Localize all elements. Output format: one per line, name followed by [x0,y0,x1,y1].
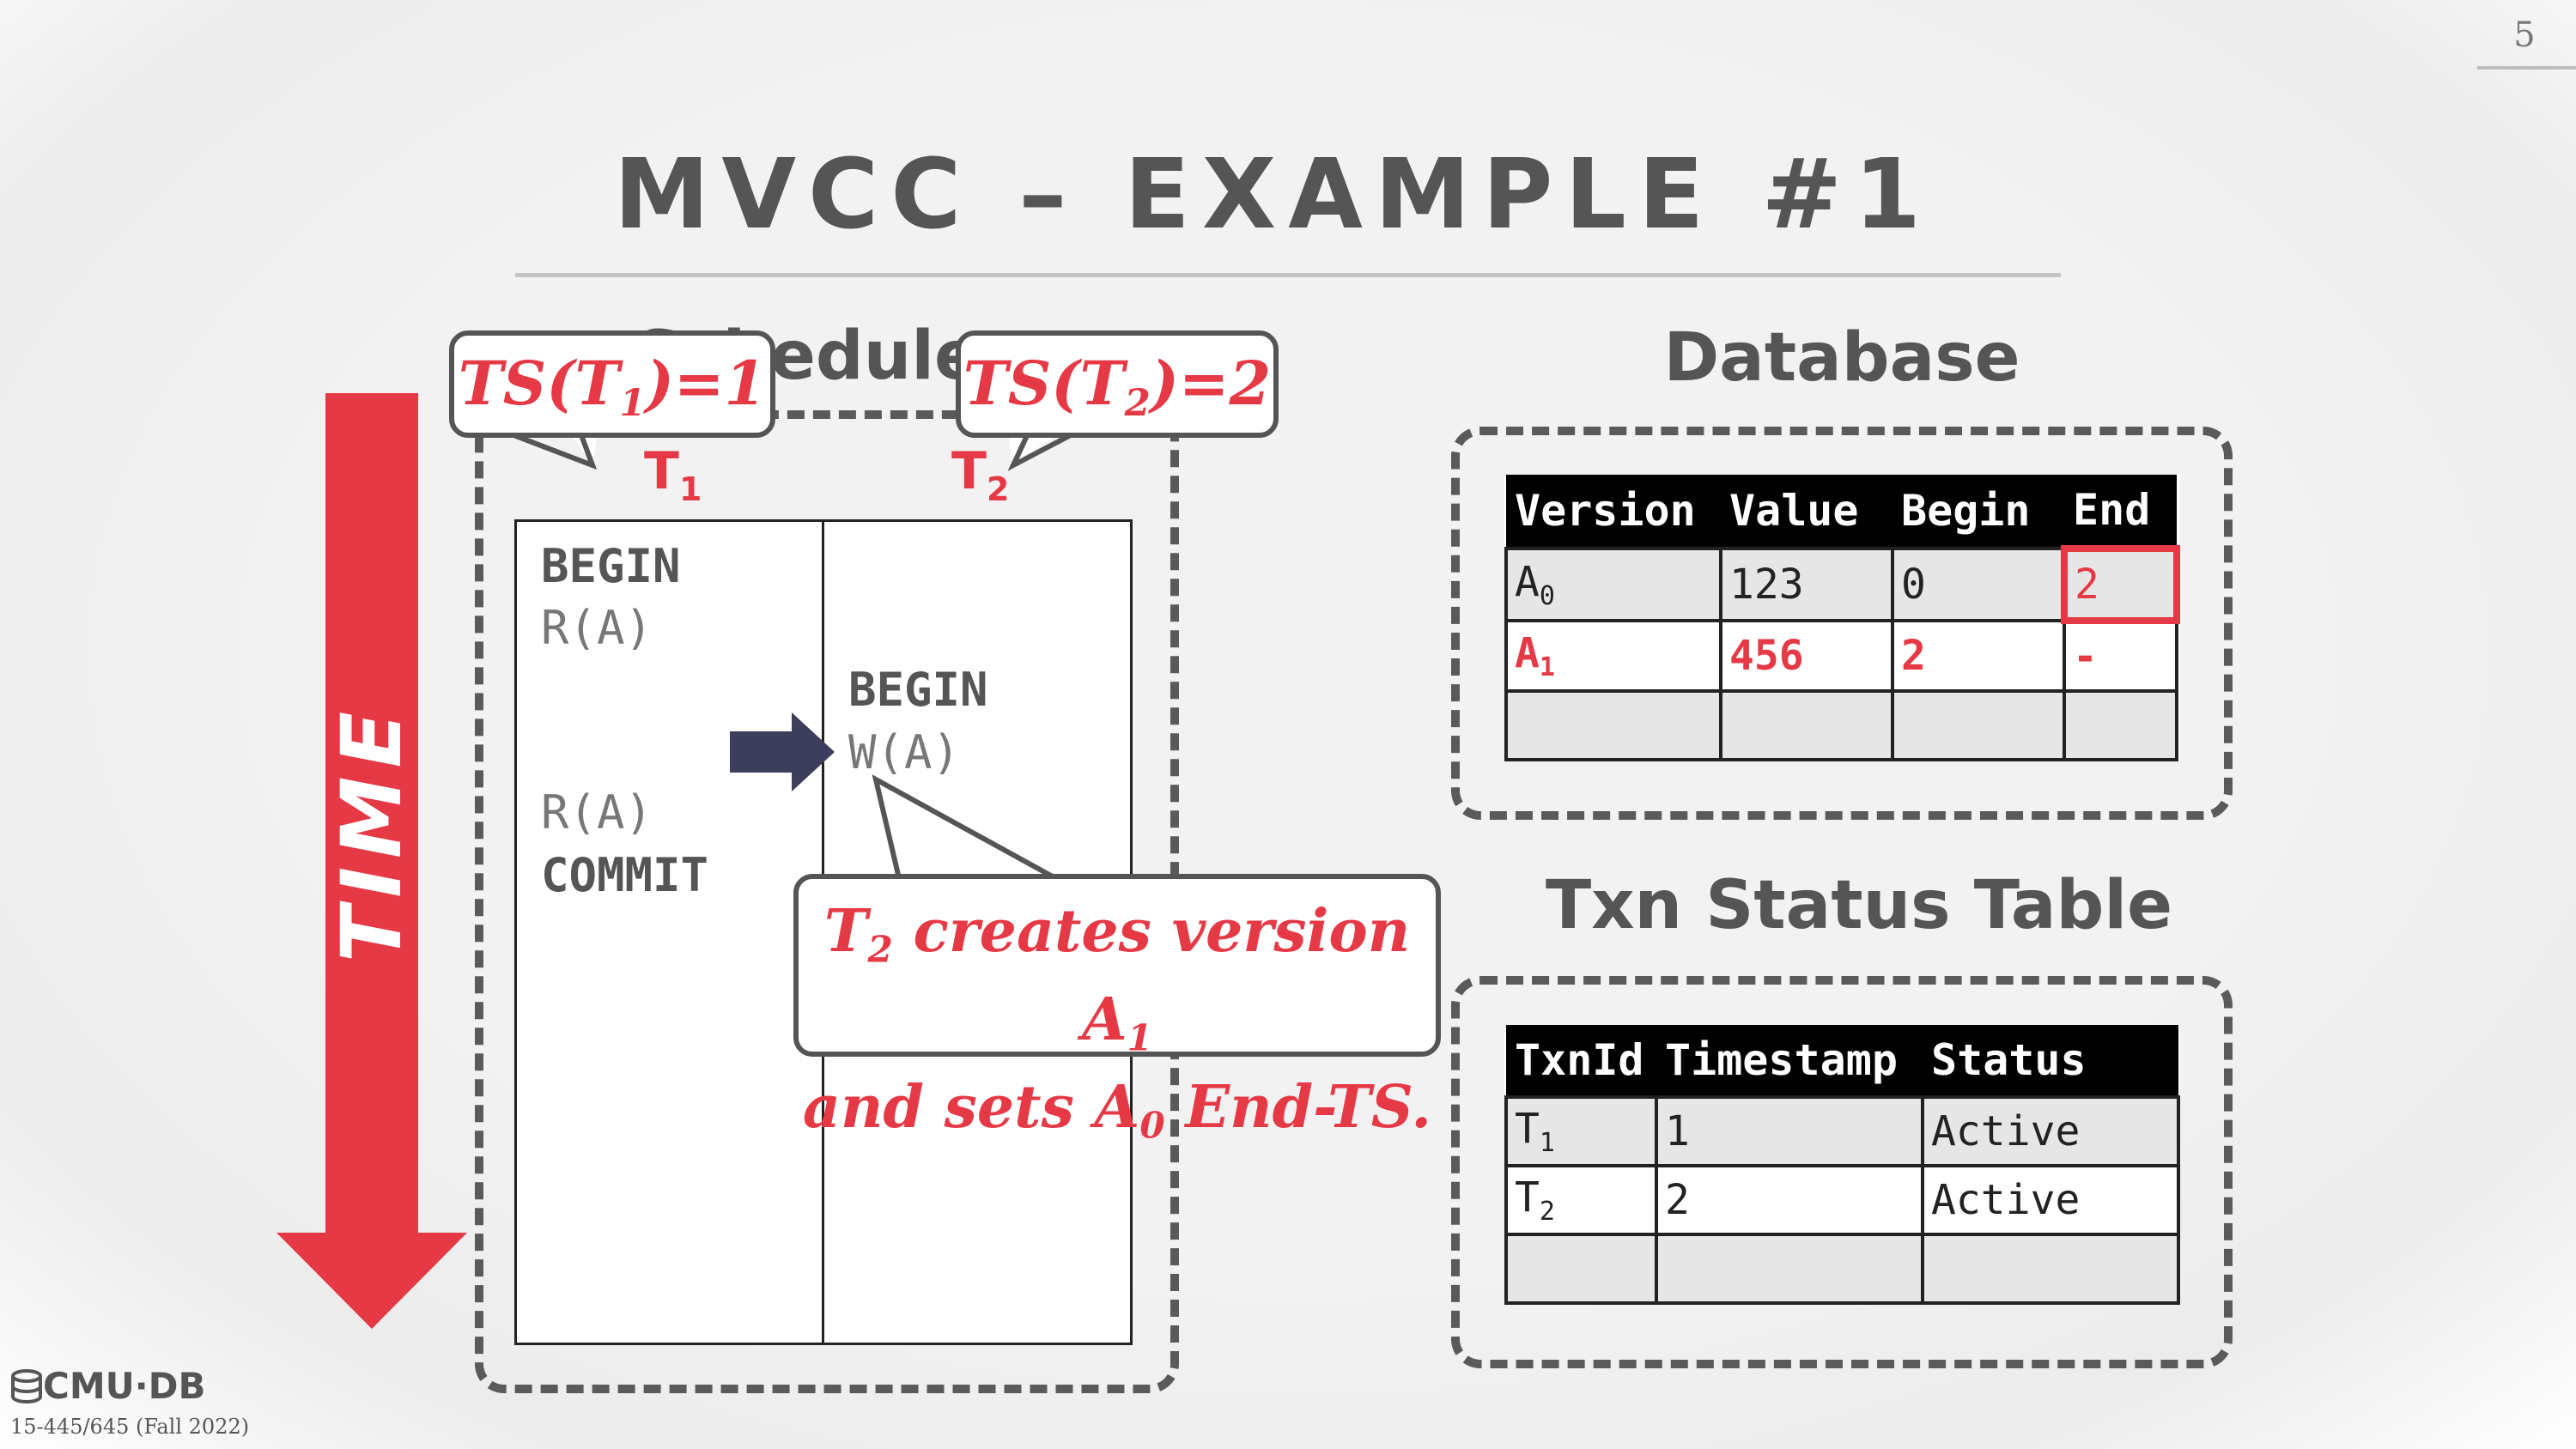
txn-cell-status: Active [1921,1164,2180,1236]
txn-col-id: TxnId [1506,1025,1656,1097]
txn-cell-empty [1655,1233,1924,1305]
note-callout-tail [872,774,1068,891]
table-row: A0 123 0 2 [1504,545,2180,624]
txn-cell-empty [1504,1233,1658,1305]
db-cell-empty [1504,689,1722,761]
table-row-empty [1504,1233,2180,1305]
txn-col-timestamp: Timestamp [1656,1025,1923,1097]
database-icon [11,1369,42,1404]
table-row-empty [1504,689,2178,761]
db-cell-version: A1 [1504,619,1722,693]
t1-op-read-1: R(A) [541,601,653,655]
db-cell-empty [2063,689,2178,761]
db-cell-value: 123 [1719,547,1894,622]
txn-cell-empty [1921,1233,2180,1305]
t1-column-label: T1 [644,441,702,508]
note-callout: T2 creates version A1 and sets A0 End-TS… [793,874,1441,1147]
database-table: Version Value Begin End A0 123 0 2 A1 45… [1504,475,2180,761]
table-row: A1 456 2 - [1504,619,2178,693]
db-cell-value: 456 [1719,619,1894,693]
t1-op-read-2: R(A) [541,785,653,840]
t2-op-write: W(A) [848,725,961,779]
t1-op-begin: BEGIN [541,539,681,593]
db-cell-version: A0 [1504,547,1722,622]
ts2-callout: TS(T2)=2 [956,330,1279,438]
cmu-db-logo: CMU·DB [10,1365,206,1407]
db-cell-end-highlighted: 2 [2061,545,2180,624]
db-cell-empty [1719,689,1894,761]
db-col-end: End [2064,475,2177,549]
ts1-callout: TS(T1)=1 [449,330,775,438]
t2-op-begin: BEGIN [848,663,988,717]
db-cell-empty [1891,689,2066,761]
note-line-2: and sets A0 End-TS. [802,1073,1432,1147]
time-arrow-shaft [325,393,418,1247]
database-title: Database [1663,319,2020,397]
slide-title: MVCC – EXAMPLE #1 [613,139,1934,251]
page-number-rule [2477,66,2576,70]
db-col-begin: Begin [1893,475,2064,549]
course-label: 15-445/645 (Fall 2022) [10,1415,250,1439]
txn-status-table: TxnId Timestamp Status T1 1 Active T2 2 … [1504,1025,2180,1305]
time-arrow-head [276,1233,467,1329]
note-line-1: T2 creates version A1 [823,897,1411,1059]
logo-text: CMU·DB [43,1365,206,1407]
db-cell-begin: 0 [1891,547,2066,622]
time-label: TIME [324,702,420,963]
database-header-row: Version Value Begin End [1506,475,2177,549]
txn-col-status: Status [1923,1025,2178,1097]
txn-cell-timestamp: 2 [1655,1164,1924,1236]
title-underline [515,273,2061,277]
txn-cell-id: T1 [1504,1095,1658,1167]
current-step-arrow-icon [730,712,835,791]
txn-cell-status: Active [1921,1095,2180,1167]
txn-cell-timestamp: 1 [1655,1095,1924,1167]
txn-status-dashed-box [1451,976,2233,1368]
db-cell-begin: 2 [1891,619,2066,693]
database-dashed-box [1451,427,2233,820]
table-row: T2 2 Active [1504,1164,2180,1236]
txn-status-title: Txn Status Table [1546,867,2172,944]
txn-cell-id: T2 [1504,1164,1658,1236]
txn-header-row: TxnId Timestamp Status [1506,1025,2178,1097]
t2-column-label: T2 [951,441,1010,508]
page-number: 5 [2513,15,2536,55]
db-cell-end: - [2063,619,2178,693]
t1-op-commit: COMMIT [541,848,709,902]
t1-column [514,519,825,1345]
table-row: T1 1 Active [1504,1095,2180,1167]
db-col-value: Value [1721,475,1893,549]
db-col-version: Version [1506,475,1721,549]
